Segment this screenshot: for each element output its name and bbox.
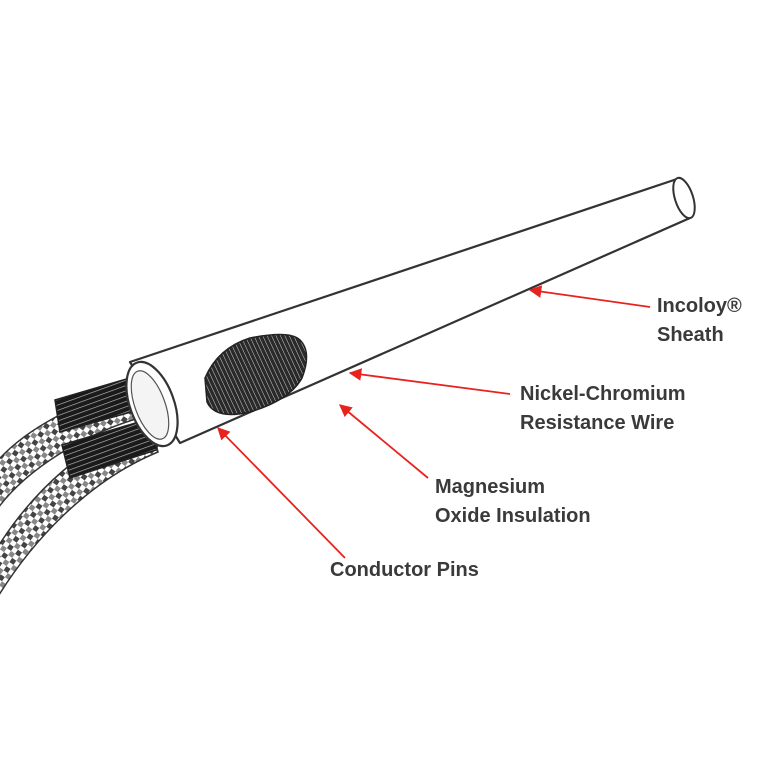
resistance-wire-cutaway bbox=[204, 333, 308, 416]
label-magnesium-oxide: Magnesium Oxide Insulation bbox=[435, 473, 591, 531]
arrow-resistance-wire bbox=[348, 368, 511, 395]
callout-arrows bbox=[217, 285, 651, 559]
arrow-sheath bbox=[528, 285, 651, 308]
arrow-pins bbox=[217, 427, 346, 559]
label-insulation-line1: Magnesium bbox=[435, 476, 546, 498]
label-conductor-pins: Conductor Pins bbox=[330, 556, 479, 585]
label-insulation-line2: Oxide Insulation bbox=[435, 505, 591, 527]
sheath-open-end-inner bbox=[130, 370, 170, 440]
arrow-insulation bbox=[339, 404, 429, 479]
label-resistance-wire: Nickel-Chromium Resistance Wire bbox=[520, 380, 686, 438]
label-incoloy-sheath: Incoloy® Sheath bbox=[657, 292, 742, 350]
sheath-end-cap bbox=[672, 176, 696, 220]
label-wire-line2: Resistance Wire bbox=[520, 412, 675, 434]
label-sheath-line2: Sheath bbox=[657, 324, 724, 346]
label-wire-line1: Nickel-Chromium bbox=[520, 383, 686, 405]
label-pins-line1: Conductor Pins bbox=[330, 559, 479, 581]
label-sheath-line1: Incoloy® bbox=[657, 295, 742, 317]
